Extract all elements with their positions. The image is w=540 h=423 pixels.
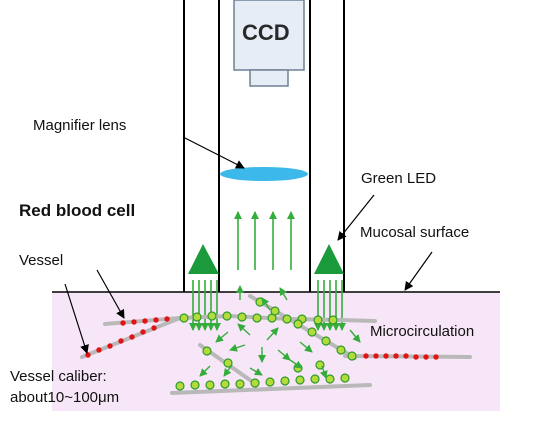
magnifier-lens: [220, 167, 308, 181]
green-led-right: [314, 244, 344, 274]
microcirculation-label: Microcirculation: [370, 323, 475, 340]
ccd-camera: [233, 0, 305, 87]
magnifier-lens-label: Magnifier lens: [33, 117, 127, 134]
red-blood-cell-label: Red blood cell: [19, 201, 136, 220]
reflected-light-arrows: [234, 211, 295, 270]
mucosal-surface-label: Mucosal surface: [360, 224, 470, 241]
endoscope-tube: [183, 0, 345, 292]
vessel-caliber-label-line2: about10~100μm: [10, 389, 120, 406]
scatter-arrows: [199, 285, 361, 379]
vessel-caliber-label-line1: Vessel caliber:: [10, 368, 107, 385]
green-led-left: [188, 244, 219, 274]
ccd-label: CCD: [242, 20, 290, 45]
green-led-label: Green LED: [361, 170, 437, 187]
label-pointers: [64, 136, 433, 354]
vessel-label: Vessel: [19, 252, 64, 269]
